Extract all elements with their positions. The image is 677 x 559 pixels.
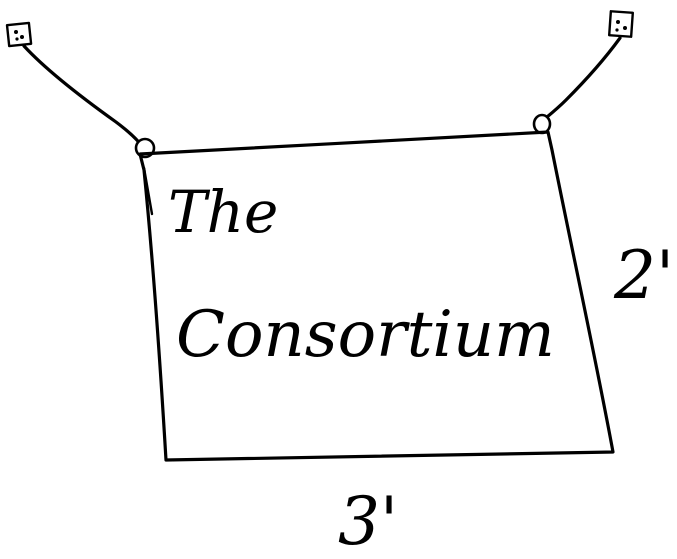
width-dimension-label: 3'	[338, 483, 398, 559]
sign-text-line2: Consortium	[176, 298, 555, 372]
left-wire	[24, 46, 142, 146]
right-anchor-icon	[609, 11, 633, 36]
right-wire	[541, 38, 620, 122]
right-hook-icon	[534, 115, 550, 133]
sign-text-line1: The	[168, 178, 278, 246]
left-anchor-icon	[7, 23, 31, 46]
height-dimension-label: 2'	[613, 237, 674, 314]
